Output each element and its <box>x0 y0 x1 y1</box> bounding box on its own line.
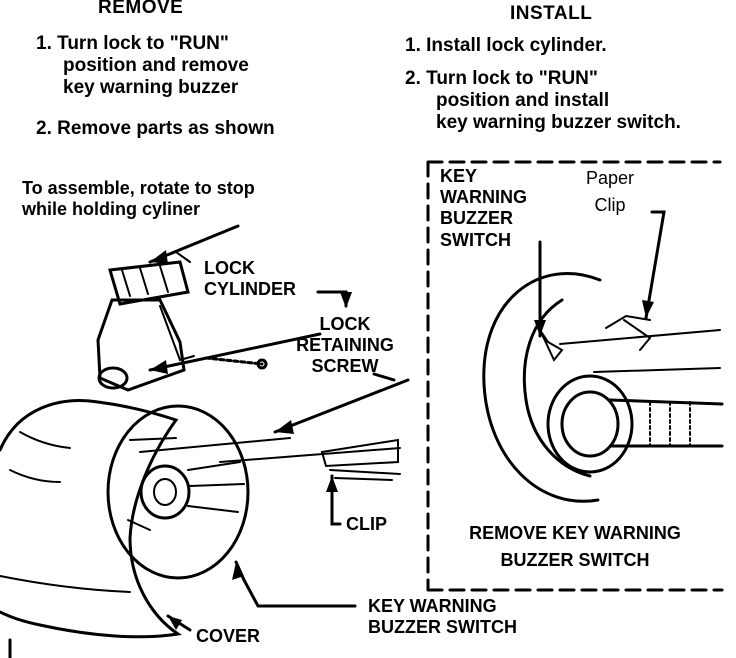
install-step-2-line-1: 2. Turn lock to "RUN" <box>405 68 598 89</box>
inset-key-warning-buzzer-switch-label: KEY WARNING BUZZER SWITCH <box>440 166 527 251</box>
lock-cylinder <box>96 298 186 392</box>
inset-switch-label-line-1: KEY <box>440 166 478 186</box>
lock-retaining-screw-label-line-3: SCREW <box>311 356 379 377</box>
inset-switch-label-line-2: WARNING <box>440 187 527 208</box>
lock-retaining-screw-label-line-1: LOCK <box>319 314 371 334</box>
inset-frame <box>426 160 724 592</box>
key-warning-buzzer-switch-label-line-2: BUZZER SWITCH <box>368 617 517 638</box>
lock-cylinder-label: LOCK CYLINDER <box>204 258 296 300</box>
paper-clip-label-line-1: Paper <box>586 168 635 188</box>
inset-caption: REMOVE KEY WARNING BUZZER SWITCH <box>442 520 708 574</box>
lock-cylinder-label-line-1: LOCK <box>204 258 255 278</box>
inset-switch-label-line-3: BUZZER <box>440 208 513 229</box>
install-step-2-line-3: key warning buzzer switch. <box>436 111 681 133</box>
assemble-note-line-1: To assemble, rotate to stop <box>22 178 255 198</box>
inset-shaft <box>608 398 724 448</box>
inset-switch-label-line-4: SWITCH <box>440 229 511 250</box>
lock-retaining-screw <box>204 356 264 366</box>
inset-caption-line-1: REMOVE KEY WARNING <box>469 523 681 543</box>
remove-step-1-line-2: position and remove <box>63 54 249 76</box>
key-warning-buzzer-switch-label: KEY WARNING BUZZER SWITCH <box>368 596 517 638</box>
lock-retaining-screw-label-line-2: RETAINING <box>296 335 394 356</box>
paper-clip-label: Paper Clip <box>586 168 634 216</box>
steering-column-disc <box>106 404 250 580</box>
install-heading: INSTALL <box>510 3 593 24</box>
inset-caption-line-2: BUZZER SWITCH <box>500 550 650 570</box>
remove-step-1-line-1: 1. Turn lock to "RUN" <box>36 33 229 54</box>
remove-step-1-line-3: key warning buzzer <box>63 76 239 98</box>
install-step-2: 2. Turn lock to "RUN" position and insta… <box>405 68 681 134</box>
paper-clip-label-line-2: Clip <box>594 195 626 216</box>
install-step-2-line-2: position and install <box>436 89 610 111</box>
install-step-1: 1. Install lock cylinder. <box>405 35 607 56</box>
clip-label: CLIP <box>346 514 388 534</box>
cover-label: COVER <box>196 626 261 646</box>
remove-heading: REMOVE <box>98 0 184 18</box>
remove-step-1: 1. Turn lock to "RUN" position and remov… <box>36 33 249 99</box>
remove-step-2: 2. Remove parts as shown <box>36 118 275 139</box>
key-warning-buzzer-switch-label-line-1: KEY WARNING <box>368 596 497 616</box>
lock-cylinder-label-line-2: CYLINDER <box>204 279 297 300</box>
assemble-note: To assemble, rotate to stop while holdin… <box>22 178 255 220</box>
lock-retaining-screw-label: LOCK RETAINING SCREW <box>280 314 410 378</box>
assemble-note-line-2: while holding cyliner <box>22 199 201 220</box>
inset-column-disc <box>482 272 602 503</box>
hand-illustration <box>0 399 182 639</box>
